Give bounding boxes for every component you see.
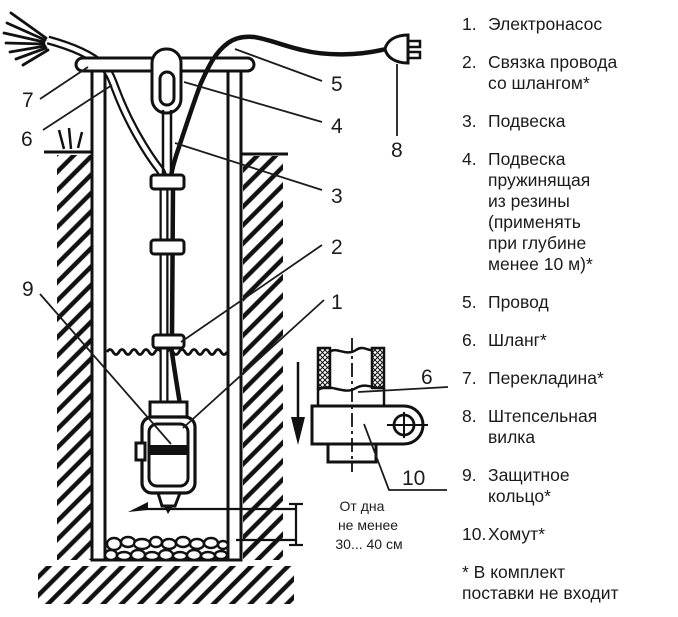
legend-item-line: (применять xyxy=(488,212,581,232)
well-diagram-area: 7 6 9 5 4 8 3 2 1 6 10 От дна не менее 3… xyxy=(2,11,449,604)
callout-label-1: 1 xyxy=(331,291,343,314)
legend-item-number: 5. xyxy=(462,292,477,312)
leader-inset-6 xyxy=(357,386,449,393)
legend-item-line: вилка xyxy=(488,427,536,447)
legend-item-line: Штепсельная xyxy=(488,406,598,426)
legend-item-6: 6. Шланг* xyxy=(462,330,674,351)
hose-spray xyxy=(2,11,50,67)
legend-footnote-line: поставки не входит xyxy=(462,583,619,603)
inset-hose-top-contour xyxy=(329,346,373,354)
legend-item-number: 7. xyxy=(462,368,477,388)
legend-item-9: 9. Защитное кольцо* xyxy=(462,465,674,507)
well-installation-diagram: 7 6 9 5 4 8 3 2 1 6 10 От дна не менее 3… xyxy=(2,11,449,604)
leader-9 xyxy=(39,293,172,445)
inset-clamp-screw xyxy=(387,412,428,438)
soil-hatching xyxy=(38,155,294,604)
leader-3 xyxy=(174,142,323,191)
callout-label-2: 2 xyxy=(331,236,343,259)
leader-10 xyxy=(363,423,447,491)
legend-item-number: 10. xyxy=(462,524,487,544)
legend-item-line: Провод xyxy=(488,292,549,312)
spring-suspension-loop xyxy=(150,47,183,115)
callout-label-8: 8 xyxy=(391,139,403,162)
legend-item-1: 1. Электронасос xyxy=(462,14,674,35)
legend-item-line: Связка провода xyxy=(488,52,618,72)
legend-item-4: 4. Подвеска пружинящая из резины (примен… xyxy=(462,149,674,275)
legend-item-number: 6. xyxy=(462,330,477,350)
legend-item-number: 4. xyxy=(462,149,477,169)
callout-label-5: 5 xyxy=(331,73,343,96)
well-wall-left xyxy=(90,69,107,562)
legend-item-line: Шланг* xyxy=(488,330,547,350)
callout-label-6: 6 xyxy=(21,128,33,151)
legend: 1. Электронасос 2. Связка провода со шла… xyxy=(455,0,678,617)
callout-label-9: 9 xyxy=(22,278,34,301)
callout-label-3: 3 xyxy=(331,185,343,208)
power-cord xyxy=(168,34,389,407)
leader-1 xyxy=(182,299,325,429)
legend-footnote-line: * В комплект xyxy=(462,562,566,582)
bottom-clearance-dimension xyxy=(128,502,303,547)
legend-item-line: менее 10 м)* xyxy=(488,254,593,274)
ground-break-marks xyxy=(57,127,84,150)
legend-item-line: из резины xyxy=(488,191,570,211)
legend-item-7: 7. Перекладина* xyxy=(462,368,674,389)
legend-item-number: 2. xyxy=(462,52,477,72)
leader-5 xyxy=(234,48,323,82)
inset-hose-wall-left xyxy=(316,346,332,390)
legend-item-number: 9. xyxy=(462,465,477,485)
dimension-note-line2: не менее xyxy=(338,517,398,533)
legend-item-number: 1. xyxy=(462,14,477,34)
legend-item-line: со шлангом* xyxy=(488,73,590,93)
callout-label-4: 4 xyxy=(331,115,343,138)
callout-label-inset-6: 6 xyxy=(421,366,433,389)
legend-item-line: кольцо* xyxy=(488,486,551,506)
dimension-note-line1: От дна xyxy=(340,498,385,514)
legend-item-line: Электронасос xyxy=(488,14,603,34)
legend-item-line: Подвеска xyxy=(488,111,566,131)
callout-label-7: 7 xyxy=(22,89,34,112)
legend-item-3: 3. Подвеска xyxy=(462,111,674,132)
legend-footnote: * В комплект поставки не входит xyxy=(462,562,674,604)
leader-4 xyxy=(183,81,323,123)
suspension-rope xyxy=(161,110,173,176)
legend-item-number: 3. xyxy=(462,111,477,131)
callout-label-inset-10: 10 xyxy=(402,467,425,490)
legend-item-10: 10. Хомут* xyxy=(462,524,674,545)
down-arrow-icon xyxy=(291,362,305,445)
callout-labels: 7 6 9 5 4 8 3 2 1 6 10 xyxy=(21,73,433,490)
legend-item-line: пружинящая xyxy=(488,170,591,190)
legend-item-line: Подвеска xyxy=(488,149,566,169)
inset-hose-mid-contour xyxy=(317,384,385,392)
legend-item-line: Хомут* xyxy=(488,524,546,544)
tie-band-2 xyxy=(149,238,186,256)
power-plug xyxy=(383,33,422,65)
legend-item-8: 8. Штепсельная вилка xyxy=(462,406,674,448)
well-wall-right xyxy=(226,69,243,562)
legend-item-line: при глубине xyxy=(488,233,587,253)
electric-pump xyxy=(134,400,197,514)
tie-band-3 xyxy=(151,333,186,350)
legend-item-line: Защитное xyxy=(488,465,570,485)
leader-7 xyxy=(39,66,89,100)
inset-clamp-body xyxy=(310,404,425,446)
legend-item-number: 8. xyxy=(462,406,477,426)
legend-item-2: 2. Связка провода со шлангом* xyxy=(462,52,674,94)
legend-item-line: Перекладина* xyxy=(488,368,604,388)
leader-2 xyxy=(180,244,323,343)
protective-ring xyxy=(148,445,189,455)
dimension-note-line3: 30... 40 см xyxy=(335,536,402,552)
gravel-layer xyxy=(103,535,230,562)
inset-hose-wall-right xyxy=(370,346,386,390)
clamp-detail-inset xyxy=(291,338,428,472)
callout-leaders xyxy=(39,48,449,491)
dimension-note: От дна не менее 30... 40 см xyxy=(335,498,402,552)
legend-item-5: 5. Провод xyxy=(462,292,674,313)
tie-band-1 xyxy=(149,173,186,191)
leader-6 xyxy=(42,84,113,131)
